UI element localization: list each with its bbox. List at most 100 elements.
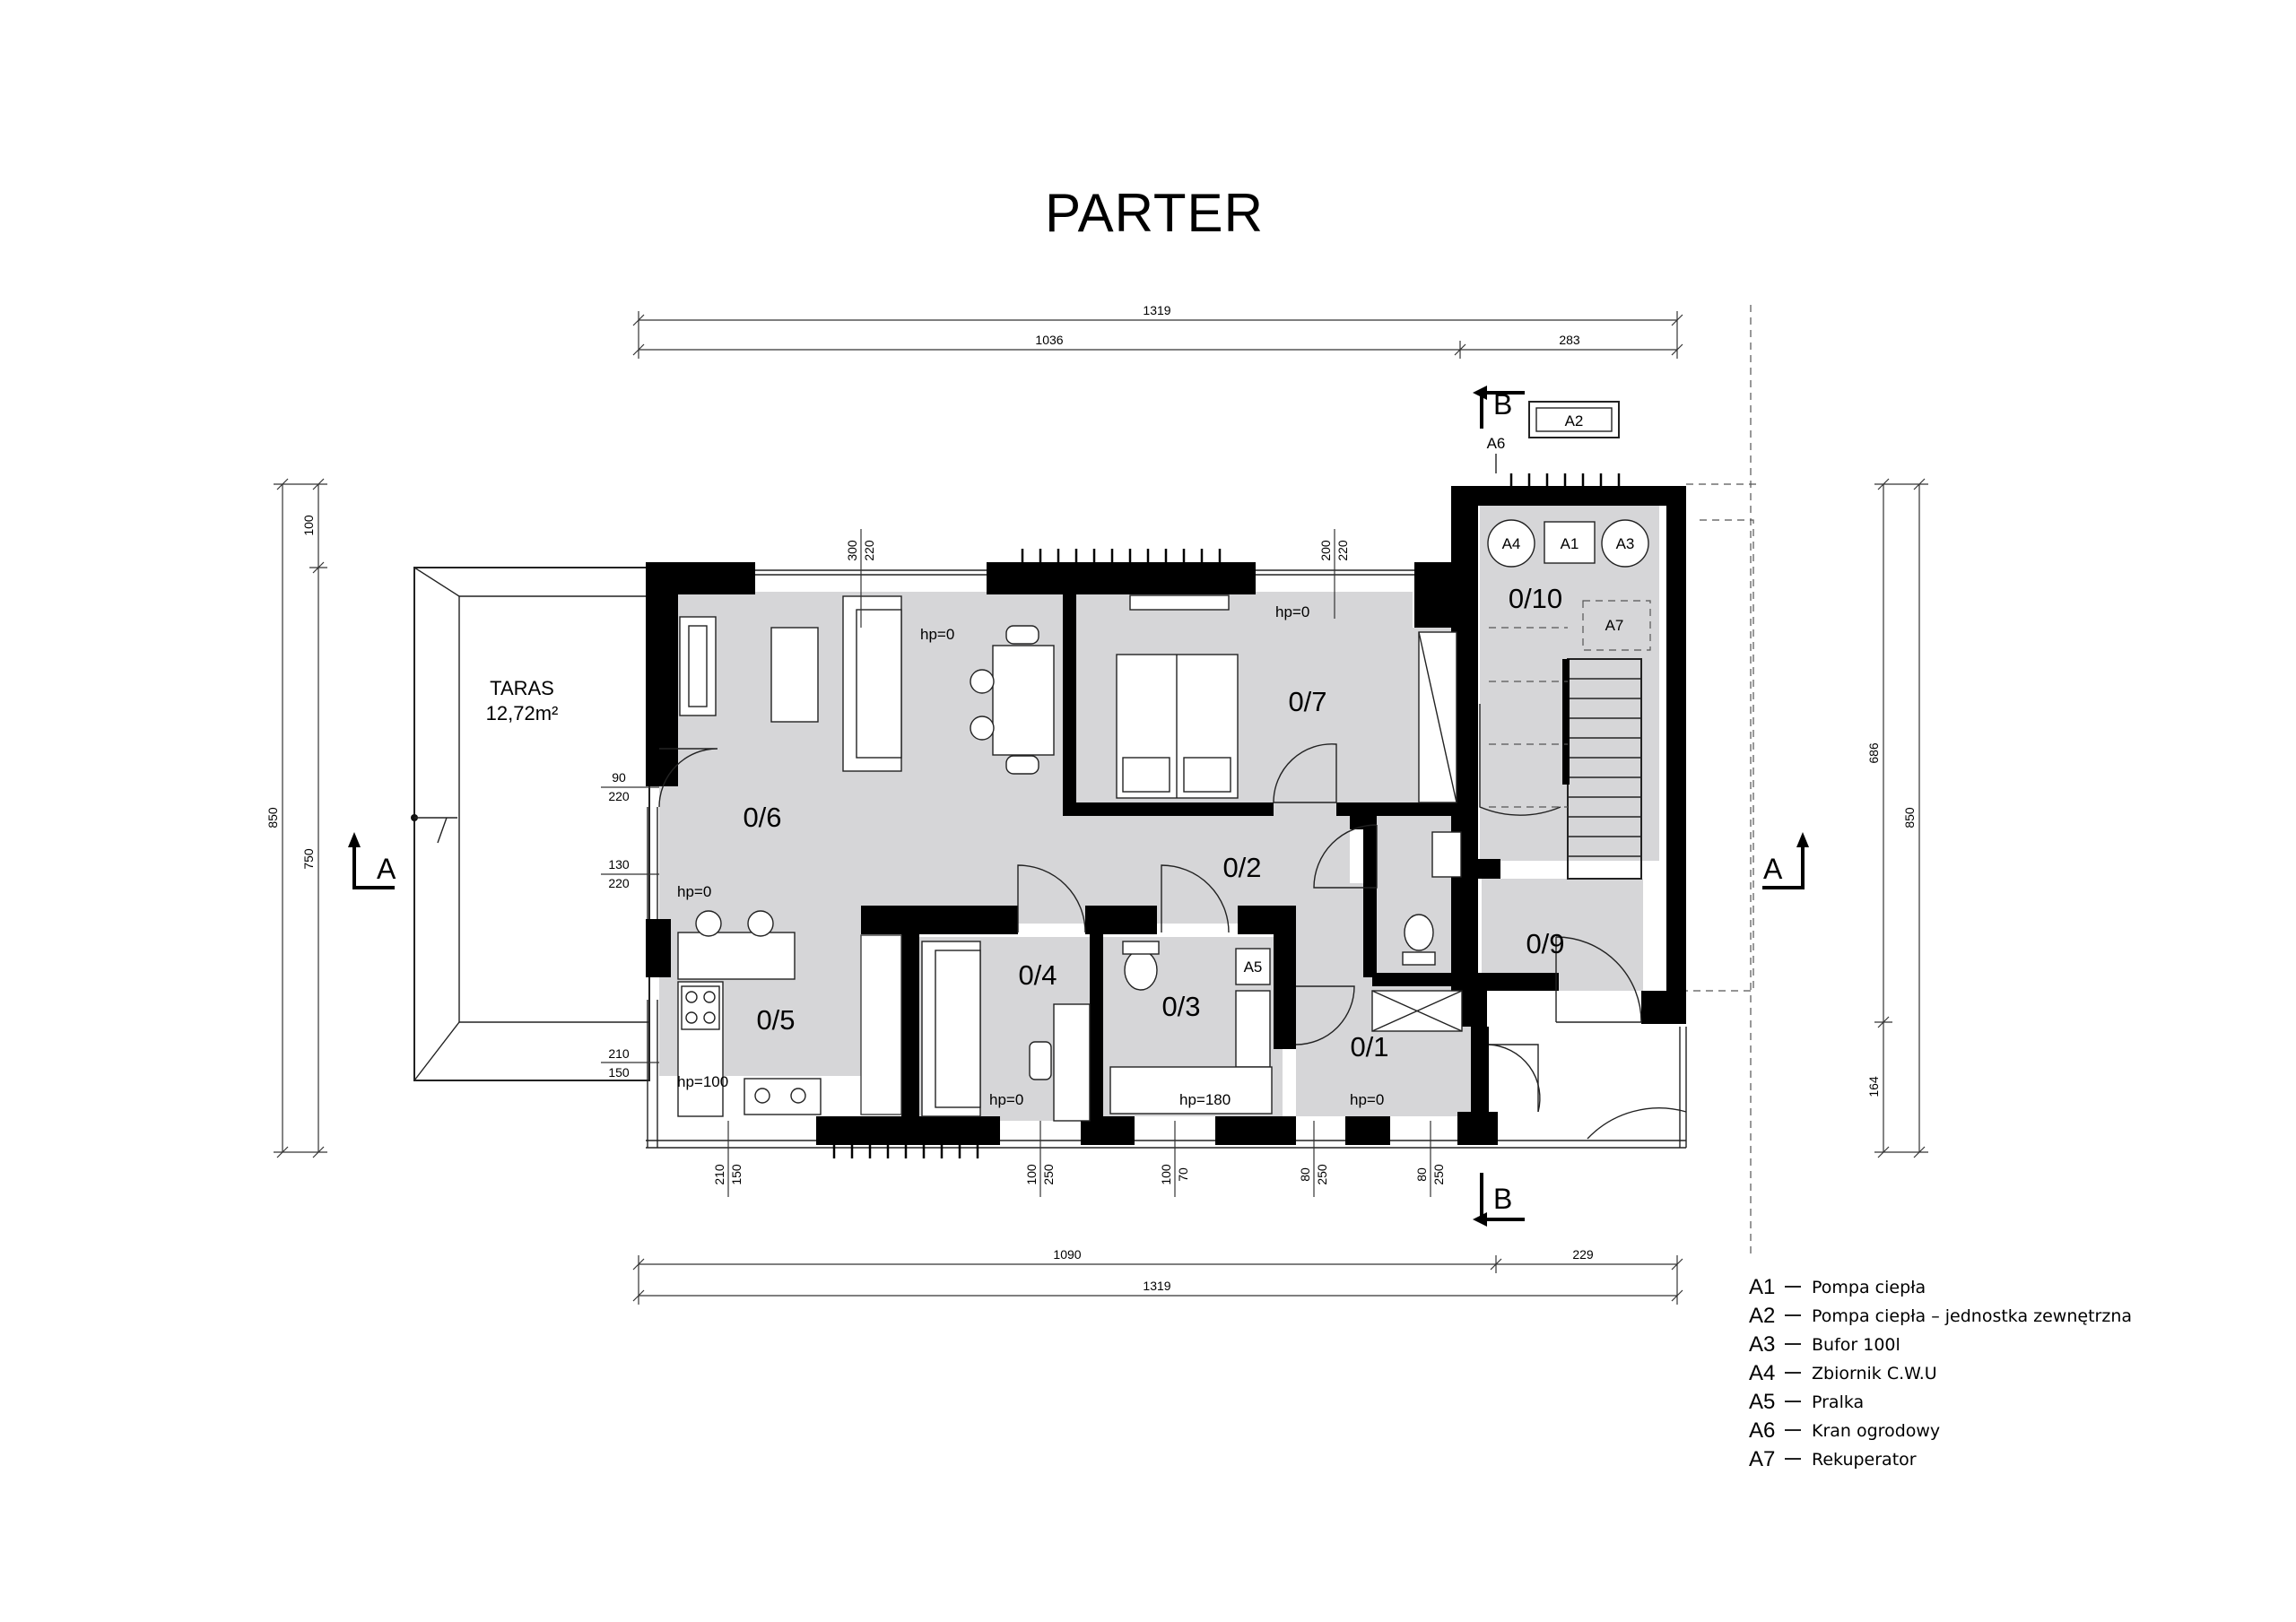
dim-bottom-total: 1319 bbox=[1143, 1279, 1170, 1293]
terrace-area: 12,72m² bbox=[486, 702, 559, 724]
desk-chair bbox=[1029, 1041, 1052, 1080]
hp-label: hp=180 bbox=[1179, 1091, 1231, 1108]
dim-opening: 200 bbox=[1318, 540, 1333, 561]
kitchen-island bbox=[677, 932, 796, 980]
dim-bottom-left: 1090 bbox=[1053, 1247, 1081, 1262]
legend-item: A6 Kran ogrodowy bbox=[1749, 1418, 1940, 1443]
dimension-texts: 1319 1036 283 1090 229 1319 850 100 750 … bbox=[265, 303, 1917, 1293]
kitchen-sink bbox=[744, 1078, 822, 1115]
section-mark-b-top: B bbox=[1473, 386, 1525, 429]
dining-chair bbox=[970, 669, 995, 694]
toilet bbox=[1124, 950, 1158, 991]
dimension-lines bbox=[274, 311, 1928, 1305]
svg-text:A7: A7 bbox=[1749, 1447, 1775, 1471]
dim-opening: 220 bbox=[608, 876, 630, 890]
room-label-0-4: 0/4 bbox=[1018, 959, 1057, 991]
tank-a4 bbox=[1487, 519, 1535, 568]
equipment-tag-a5: A5 bbox=[1244, 958, 1263, 976]
bar-stool bbox=[695, 910, 722, 937]
dim-left-outer: 850 bbox=[265, 807, 280, 828]
plan-title: PARTER bbox=[1045, 183, 1264, 243]
dim-opening: 300 bbox=[845, 540, 859, 561]
svg-text:Bufor 100l: Bufor 100l bbox=[1812, 1335, 1900, 1355]
svg-text:Pompa ciepła: Pompa ciepła bbox=[1812, 1278, 1926, 1297]
dim-right-bottom: 164 bbox=[1866, 1076, 1881, 1097]
legend-item: A2 Pompa ciepła – jednostka zewnętrzna bbox=[1749, 1304, 2132, 1328]
cooktop bbox=[681, 985, 720, 1030]
terrace-inner bbox=[458, 595, 649, 1023]
toilet bbox=[1404, 914, 1434, 951]
hp-label: hp=0 bbox=[1350, 1091, 1384, 1108]
dim-opening: 90 bbox=[612, 770, 626, 785]
section-mark-a-left: A bbox=[348, 832, 396, 889]
dim-top-total: 1319 bbox=[1143, 303, 1170, 317]
svg-text:B: B bbox=[1493, 1183, 1512, 1215]
dresser bbox=[1129, 594, 1230, 611]
svg-text:Pralka: Pralka bbox=[1812, 1392, 1864, 1412]
legend-item: A7 Rekuperator bbox=[1749, 1447, 1917, 1471]
legend-item: A1 Pompa ciepła bbox=[1749, 1275, 1926, 1299]
bathroom-sink bbox=[1235, 990, 1271, 1068]
room-label-0-7: 0/7 bbox=[1288, 686, 1326, 717]
hp-label: hp=100 bbox=[677, 1073, 728, 1090]
dim-opening: 210 bbox=[608, 1046, 630, 1061]
svg-text:A4: A4 bbox=[1749, 1361, 1775, 1385]
unit-a7 bbox=[1582, 600, 1651, 651]
section-marks: A A B B bbox=[348, 386, 1809, 1227]
dim-opening: 70 bbox=[1176, 1167, 1190, 1182]
dim-opening: 130 bbox=[608, 857, 630, 872]
svg-text:Kran ogrodowy: Kran ogrodowy bbox=[1812, 1421, 1940, 1441]
dim-left-top: 100 bbox=[301, 515, 316, 536]
room-label-0-9: 0/9 bbox=[1526, 928, 1564, 959]
dim-opening: 100 bbox=[1024, 1164, 1039, 1185]
unit-a1 bbox=[1544, 521, 1596, 564]
floor-room-0-9 bbox=[1482, 879, 1643, 991]
room-label-0-2: 0/2 bbox=[1222, 852, 1261, 883]
bathtub bbox=[1109, 1066, 1273, 1115]
svg-text:Zbiornik C.W.U: Zbiornik C.W.U bbox=[1812, 1364, 1937, 1383]
staircase bbox=[1489, 627, 1642, 880]
legend-item: A3 Bufor 100l bbox=[1749, 1332, 1900, 1357]
svg-text:B: B bbox=[1493, 388, 1512, 421]
terrace-outline bbox=[413, 567, 650, 1081]
legend-item: A4 Zbiornik C.W.U bbox=[1749, 1361, 1937, 1385]
legend: A1 Pompa ciepła A2 Pompa ciepła – jednos… bbox=[1749, 1275, 2132, 1471]
dining-chair bbox=[970, 716, 995, 741]
dim-right-main: 686 bbox=[1866, 742, 1881, 764]
terrace-name: TARAS bbox=[490, 677, 554, 699]
terrace: TARAS 12,72m² bbox=[411, 567, 650, 1081]
hp-label: hp=0 bbox=[1275, 603, 1309, 620]
dining-table bbox=[992, 645, 1055, 756]
dim-opening: 150 bbox=[608, 1065, 630, 1080]
room-label-0-3: 0/3 bbox=[1161, 991, 1200, 1022]
bar-stool bbox=[747, 910, 774, 937]
tank-a3 bbox=[1601, 519, 1649, 568]
door-swings bbox=[658, 704, 1687, 1140]
dim-opening: 220 bbox=[608, 789, 630, 803]
dim-opening: 80 bbox=[1414, 1167, 1429, 1182]
room-label-0-6: 0/6 bbox=[743, 802, 781, 833]
room-labels: 0/6 0/7 0/10 0/2 0/9 0/4 0/3 0/5 0/1 bbox=[743, 583, 1564, 1063]
wc-sink bbox=[1431, 831, 1462, 878]
section-mark-b-bottom: B bbox=[1473, 1173, 1525, 1227]
hp-label: hp=0 bbox=[677, 883, 711, 900]
equipment: A4 A1 A3 A7 A2 A6 A5 bbox=[1235, 401, 1651, 985]
svg-text:A1: A1 bbox=[1749, 1275, 1775, 1299]
dim-right-outer: 850 bbox=[1902, 807, 1917, 828]
window-ticks bbox=[832, 473, 1621, 1158]
dim-opening: 100 bbox=[1159, 1164, 1173, 1185]
dim-top-left: 1036 bbox=[1035, 333, 1063, 347]
room-label-0-1: 0/1 bbox=[1350, 1031, 1388, 1063]
furniture bbox=[677, 594, 1463, 1122]
hp-label: hp=0 bbox=[989, 1091, 1023, 1108]
dim-opening: 220 bbox=[1335, 540, 1350, 561]
equipment-tag-a6: A6 bbox=[1487, 435, 1506, 452]
svg-text:A2: A2 bbox=[1749, 1304, 1775, 1328]
pantry-cabinet bbox=[860, 934, 902, 1115]
dim-left-main: 750 bbox=[301, 848, 316, 870]
svg-text:Pompa ciepła – jednostka zewnę: Pompa ciepła – jednostka zewnętrzna bbox=[1812, 1306, 2132, 1326]
svg-text:A5: A5 bbox=[1749, 1390, 1775, 1414]
equipment-tag-a2: A2 bbox=[1565, 412, 1584, 429]
unit-a5 bbox=[1235, 948, 1271, 985]
dim-opening: 250 bbox=[1041, 1164, 1056, 1185]
